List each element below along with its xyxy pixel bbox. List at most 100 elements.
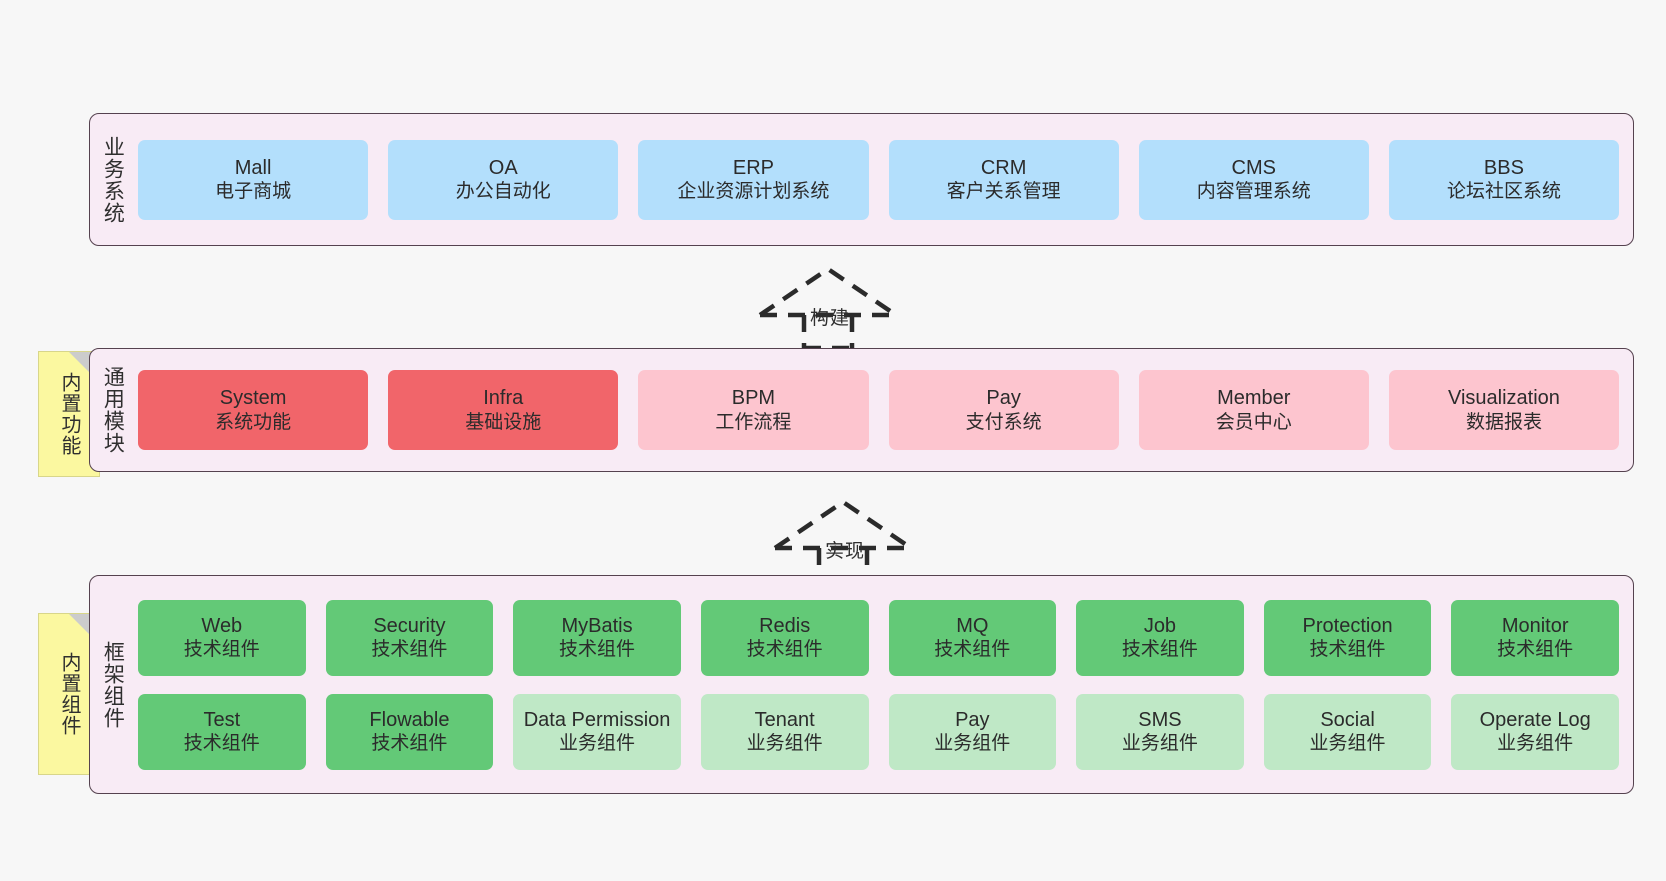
node-oa[interactable]: OA 办公自动化	[388, 139, 619, 220]
node-title: SMS	[1138, 708, 1182, 731]
node-visualization[interactable]: Visualization 数据报表	[1388, 370, 1620, 450]
node-bbs[interactable]: BBS 论坛社区系统	[1388, 139, 1620, 220]
node-row: Web 技术组件 Security 技术组件 MyBatis 技术组件 Redi…	[138, 599, 1619, 676]
node-subtitle: 业务组件	[1309, 733, 1386, 755]
node-cms[interactable]: CMS 内容管理系统	[1138, 139, 1369, 220]
node-flowable[interactable]: Flowable 技术组件	[325, 693, 494, 770]
node-infra[interactable]: Infra 基础设施	[388, 370, 619, 450]
node-subtitle: 论坛社区系统	[1446, 181, 1561, 203]
node-bpm[interactable]: BPM 工作流程	[638, 370, 869, 450]
node-title: Operate Log	[1479, 708, 1591, 731]
note-label: 内置功能	[58, 372, 80, 456]
layer-body-framework-component: Web 技术组件 Security 技术组件 MyBatis 技术组件 Redi…	[134, 576, 1633, 793]
arrow-implement-label: 实现	[825, 541, 866, 562]
arrow-implement: 实现	[765, 488, 935, 584]
node-subtitle: 技术组件	[1121, 639, 1198, 661]
node-title: Monitor	[1501, 614, 1569, 637]
node-sms[interactable]: SMS 业务组件	[1076, 693, 1244, 770]
node-mybatis[interactable]: MyBatis 技术组件	[513, 599, 681, 676]
node-title: System	[219, 387, 287, 410]
node-title: Protection	[1302, 614, 1393, 637]
arrow-build-icon	[758, 266, 898, 351]
node-social[interactable]: Social 业务组件	[1263, 693, 1432, 770]
node-subtitle: 技术组件	[1497, 639, 1574, 661]
node-title: Security	[373, 614, 446, 637]
node-operate-log[interactable]: Operate Log 业务组件	[1451, 693, 1619, 770]
node-redis[interactable]: Redis 技术组件	[700, 599, 869, 676]
node-title: CMS	[1231, 156, 1276, 179]
node-title: ERP	[732, 156, 774, 179]
node-subtitle: 工作流程	[715, 411, 792, 433]
node-subtitle: 技术组件	[371, 733, 448, 755]
node-job[interactable]: Job 技术组件	[1076, 599, 1244, 676]
node-title: Pay	[955, 708, 990, 731]
node-title: MyBatis	[561, 614, 633, 637]
node-monitor[interactable]: Monitor 技术组件	[1451, 599, 1619, 676]
layer-framework-component: 框架组件 Web 技术组件 Security 技术组件 MyBatis 技术组件…	[89, 575, 1634, 794]
layer-body-business-system: Mall 电子商城 OA 办公自动化 ERP 企业资源计划系统 CRM 客户关系…	[134, 114, 1633, 245]
node-subtitle: 技术组件	[183, 639, 260, 661]
node-subtitle: 业务组件	[1497, 733, 1574, 755]
layer-title-common-module: 通用模块	[101, 366, 125, 454]
node-subtitle: 基础设施	[465, 411, 542, 433]
node-tenant[interactable]: Tenant 业务组件	[700, 693, 869, 770]
node-subtitle: 技术组件	[183, 733, 260, 755]
node-row: Mall 电子商城 OA 办公自动化 ERP 企业资源计划系统 CRM 客户关系…	[138, 139, 1620, 220]
node-title: Tenant	[754, 708, 815, 731]
node-row: Test 技术组件 Flowable 技术组件 Data Permission …	[138, 693, 1619, 770]
node-title: Mall	[234, 156, 272, 179]
node-title: Member	[1217, 387, 1291, 410]
node-erp[interactable]: ERP 企业资源计划系统	[638, 139, 869, 220]
node-title: Infra	[483, 387, 524, 410]
node-subtitle: 业务组件	[746, 733, 823, 755]
layer-title-framework-component: 框架组件	[101, 640, 125, 729]
node-title: BPM	[731, 387, 776, 410]
node-subtitle: 业务组件	[1121, 733, 1198, 755]
node-member[interactable]: Member 会员中心	[1138, 370, 1369, 450]
node-title: Test	[203, 708, 241, 731]
node-mq[interactable]: MQ 技术组件	[888, 599, 1057, 676]
arrow-build: 构建	[750, 255, 920, 351]
node-subtitle: 客户关系管理	[946, 181, 1061, 203]
layer-common-module: 通用模块 System 系统功能 Infra 基础设施 BPM 工作流程 Pay…	[89, 348, 1634, 472]
layer-body-common-module: System 系统功能 Infra 基础设施 BPM 工作流程 Pay 支付系统…	[134, 349, 1633, 471]
node-subtitle: 业务组件	[559, 733, 636, 755]
node-test[interactable]: Test 技术组件	[138, 693, 306, 770]
node-title: Job	[1143, 614, 1177, 637]
node-subtitle: 电子商城	[215, 181, 292, 203]
node-subtitle: 技术组件	[559, 639, 636, 661]
node-subtitle: 技术组件	[371, 639, 448, 661]
node-title: MQ	[956, 614, 989, 637]
node-title: Social	[1320, 708, 1375, 731]
node-title: Data Permission	[523, 708, 671, 731]
node-subtitle: 业务组件	[934, 733, 1011, 755]
layer-business-system: 业务系统 Mall 电子商城 OA 办公自动化 ERP 企业资源计划系统 CRM…	[89, 113, 1634, 246]
node-title: OA	[488, 156, 518, 179]
node-row: System 系统功能 Infra 基础设施 BPM 工作流程 Pay 支付系统…	[138, 370, 1620, 450]
node-subtitle: 办公自动化	[455, 181, 551, 203]
node-subtitle: 企业资源计划系统	[677, 181, 830, 203]
layer-title-business-system: 业务系统	[101, 135, 125, 224]
node-protection[interactable]: Protection 技术组件	[1263, 599, 1432, 676]
node-subtitle: 支付系统	[965, 411, 1042, 433]
node-subtitle: 技术组件	[746, 639, 823, 661]
node-subtitle: 技术组件	[1309, 639, 1386, 661]
node-pay[interactable]: Pay 支付系统	[888, 370, 1119, 450]
node-security[interactable]: Security 技术组件	[325, 599, 494, 676]
arrow-implement-icon	[773, 499, 913, 584]
node-pay-component[interactable]: Pay 业务组件	[888, 693, 1057, 770]
node-title: Visualization	[1447, 387, 1560, 410]
node-title: Pay	[986, 387, 1021, 410]
node-web[interactable]: Web 技术组件	[138, 599, 306, 676]
node-title: BBS	[1483, 156, 1524, 179]
node-title: Redis	[759, 614, 811, 637]
node-crm[interactable]: CRM 客户关系管理	[888, 139, 1119, 220]
node-system[interactable]: System 系统功能	[138, 370, 369, 450]
note-label: 内置组件	[58, 652, 80, 736]
node-mall[interactable]: Mall 电子商城	[138, 139, 369, 220]
node-subtitle: 数据报表	[1465, 411, 1542, 433]
node-data-permission[interactable]: Data Permission 业务组件	[513, 693, 681, 770]
node-title: Flowable	[369, 708, 450, 731]
node-subtitle: 技术组件	[934, 639, 1011, 661]
